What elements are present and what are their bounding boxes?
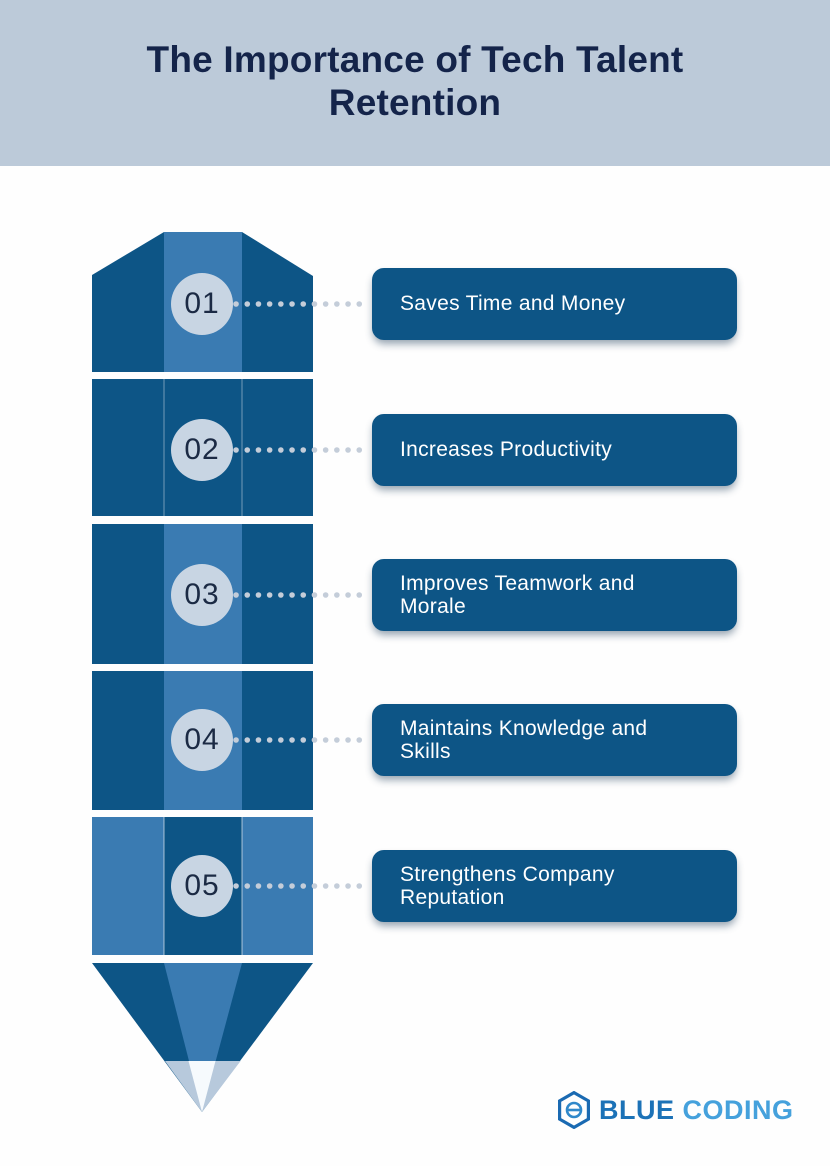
step-label-box-1: Saves Time and Money <box>372 268 737 340</box>
step-label-box-3: Improves Teamwork and Morale <box>372 559 737 631</box>
step-number: 05 <box>184 869 220 902</box>
step-number: 01 <box>184 287 220 320</box>
step-label: Increases Productivity <box>400 438 613 462</box>
step-label-box-5: Strengthens Company Reputation <box>372 850 737 922</box>
step-circle-3: 03 <box>171 564 233 626</box>
step-label: Strengthens Company Reputation <box>400 862 615 910</box>
brand-wordmark: BLUE CODING <box>599 1095 794 1126</box>
brand-word-coding: CODING <box>682 1094 794 1125</box>
page-title: The Importance of Tech Talent Retention <box>146 39 684 123</box>
brand-logo: BLUE CODING <box>558 1091 794 1129</box>
header-band: The Importance of Tech Talent Retention <box>0 0 830 166</box>
step-circle-5: 05 <box>171 855 233 917</box>
dotted-connectors <box>233 301 372 889</box>
brand-word-blue: BLUE <box>599 1094 675 1125</box>
hexagon-theta-icon <box>558 1091 590 1129</box>
step-circle-1: 01 <box>171 273 233 335</box>
pencil-tip <box>92 963 313 1112</box>
step-circle-2: 02 <box>171 419 233 481</box>
step-label: Maintains Knowledge and Skills <box>400 716 648 764</box>
step-number: 04 <box>184 723 220 756</box>
step-label: Improves Teamwork and Morale <box>400 571 635 619</box>
step-label: Saves Time and Money <box>400 292 626 316</box>
step-number: 02 <box>184 433 220 466</box>
step-number: 03 <box>184 578 220 611</box>
step-label-box-2: Increases Productivity <box>372 414 737 486</box>
step-circle-4: 04 <box>171 709 233 771</box>
step-label-box-4: Maintains Knowledge and Skills <box>372 704 737 776</box>
